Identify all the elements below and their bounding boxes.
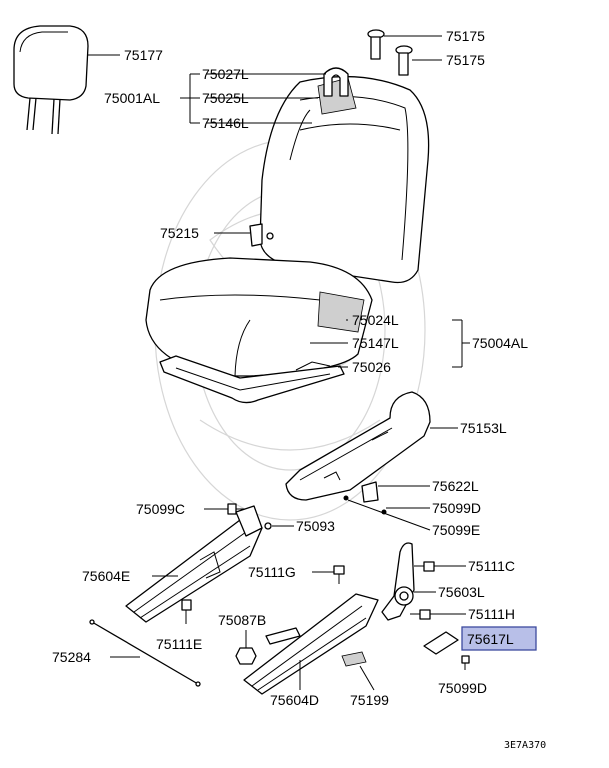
label-75025L: 75025L <box>202 90 249 106</box>
highlight-75617L[interactable] <box>461 626 537 651</box>
seat-cushion[interactable] <box>145 257 373 377</box>
label-75026: 75026 <box>352 359 391 375</box>
nut-75087B[interactable] <box>235 647 257 665</box>
label-75111G: 75111G <box>248 564 296 580</box>
label-75177: 75177 <box>124 47 163 63</box>
label-75111C: 75111C <box>468 558 515 574</box>
bolt-75111C[interactable] <box>414 561 435 572</box>
headrest-guide-b[interactable] <box>395 45 413 76</box>
label-75099D-lower: 75099D <box>438 680 487 696</box>
seat-back[interactable] <box>259 67 430 284</box>
label-75099D-upper: 75099D <box>432 500 481 516</box>
label-75111H: 75111H <box>468 606 515 622</box>
label-75099C: 75099C <box>136 501 185 517</box>
label-75622L: 75622L <box>432 478 479 494</box>
label-75099E: 75099E <box>432 522 480 538</box>
label-75175-upper: 75175 <box>446 28 485 44</box>
bolt-75111G[interactable] <box>333 565 345 584</box>
label-75284: 75284 <box>52 649 91 665</box>
label-75604E: 75604E <box>82 568 130 584</box>
label-75146L: 75146L <box>202 115 249 131</box>
recliner[interactable] <box>381 542 415 621</box>
label-75087B: 75087B <box>218 612 266 628</box>
diagram-code: 3E7A370 <box>504 740 546 751</box>
cover-75622L[interactable] <box>343 481 387 515</box>
seat-cushion-frame[interactable] <box>159 355 345 404</box>
label-75001AL: 75001AL <box>104 90 160 106</box>
seat-rail-right[interactable] <box>243 593 379 695</box>
label-75147L: 75147L <box>352 335 399 351</box>
label-75175-lower: 75175 <box>446 52 485 68</box>
headrest-guide-a[interactable] <box>367 29 385 60</box>
side-shield[interactable] <box>285 391 431 501</box>
label-75093: 75093 <box>296 518 335 534</box>
label-75153L: 75153L <box>460 420 507 436</box>
clip-75215[interactable] <box>249 223 274 247</box>
label-75603L: 75603L <box>438 584 485 600</box>
label-75215: 75215 <box>160 225 199 241</box>
label-75004AL: 75004AL <box>472 335 528 351</box>
headrest[interactable] <box>13 25 89 135</box>
release-cable[interactable] <box>89 619 201 687</box>
bolt-75111H[interactable] <box>410 609 431 620</box>
screw-75099D[interactable] <box>461 655 470 670</box>
label-75199: 75199 <box>350 692 389 708</box>
bolt-75111E[interactable] <box>181 599 192 624</box>
label-75604D: 75604D <box>270 692 319 708</box>
label-75111E: 75111E <box>156 636 202 652</box>
label-75027L: 75027L <box>202 66 249 82</box>
seat-rail-left[interactable] <box>125 505 263 623</box>
pad-75199[interactable] <box>341 651 367 667</box>
label-75024L: 75024L <box>352 312 399 328</box>
clip-75093[interactable] <box>264 522 272 530</box>
label-75617L: 75617L <box>467 631 514 647</box>
cover-75617L[interactable] <box>423 631 459 655</box>
